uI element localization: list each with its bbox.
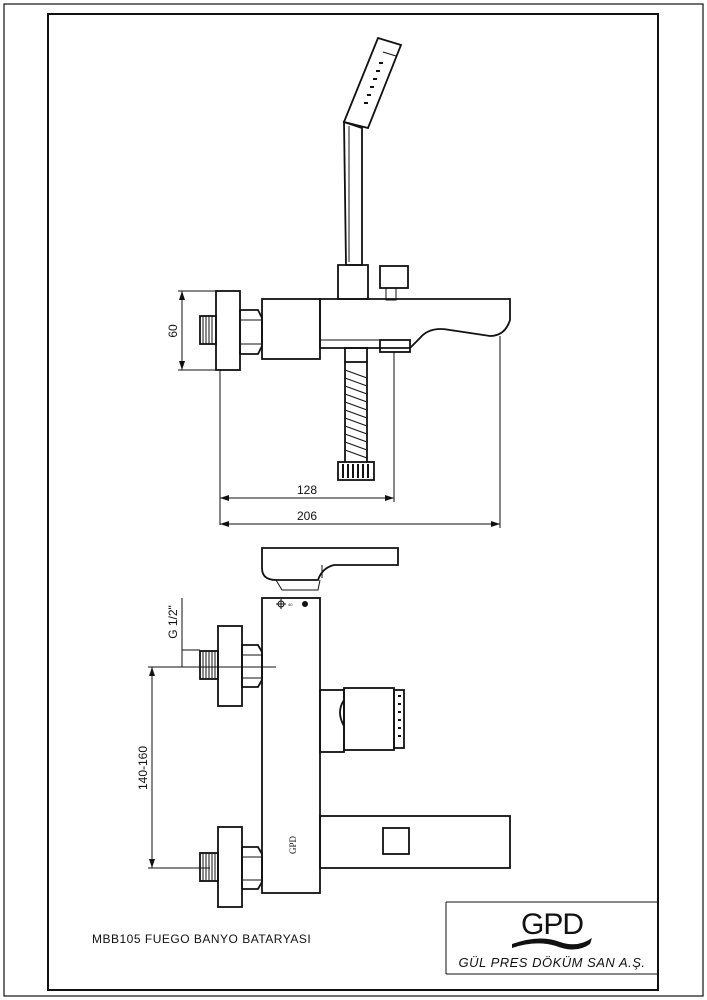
dimension-140-160: 140-160: [136, 666, 210, 869]
thread-label: G 1/2": [166, 605, 180, 639]
shower-hose: [344, 362, 368, 462]
dimension-label-128: 128: [297, 483, 317, 497]
diverter-knob: [379, 265, 409, 289]
spacing-label: 140-160: [136, 746, 150, 790]
thread-callout: G 1/2": [166, 598, 276, 668]
wall-flange-upper: [217, 625, 243, 707]
wall-flange-lower: [217, 826, 243, 908]
svg-text:40: 40: [288, 602, 293, 607]
temperature-indicator: 40: [276, 599, 308, 609]
outer-frame: [3, 3, 704, 997]
dimension-128: 128: [219, 352, 395, 525]
inner-frame: [47, 13, 659, 991]
dimension-60: 60: [166, 290, 216, 371]
body-logo-stamp: GPD: [288, 836, 298, 855]
hand-shower-head: [342, 36, 403, 130]
spout-top: [319, 298, 511, 349]
logo-wave: [512, 938, 592, 950]
company-name: GÜL PRES DÖKÜM SAN A.Ş.: [458, 955, 645, 970]
dimension-label-206: 206: [297, 509, 317, 523]
shower-handle: [343, 120, 363, 266]
top-view: 60 128 206: [166, 36, 511, 528]
dimension-label-60: 60: [166, 324, 180, 338]
mixer-lever: [261, 547, 399, 581]
spout-side: [319, 815, 511, 869]
drawing-title: MBB105 FUEGO BANYO BATARYASI: [92, 932, 311, 946]
front-view: 40 GPD: [136, 547, 511, 908]
mixer-body-top: [261, 298, 321, 360]
company-logo-box: GPD GÜL PRES DÖKÜM SAN A.Ş.: [445, 901, 658, 975]
wall-flange-top: [215, 290, 241, 371]
spout-aerator: [382, 827, 410, 855]
diverter-side: [319, 687, 405, 753]
company-logo: GPD: [521, 908, 583, 941]
dimension-206: 206: [220, 336, 501, 528]
